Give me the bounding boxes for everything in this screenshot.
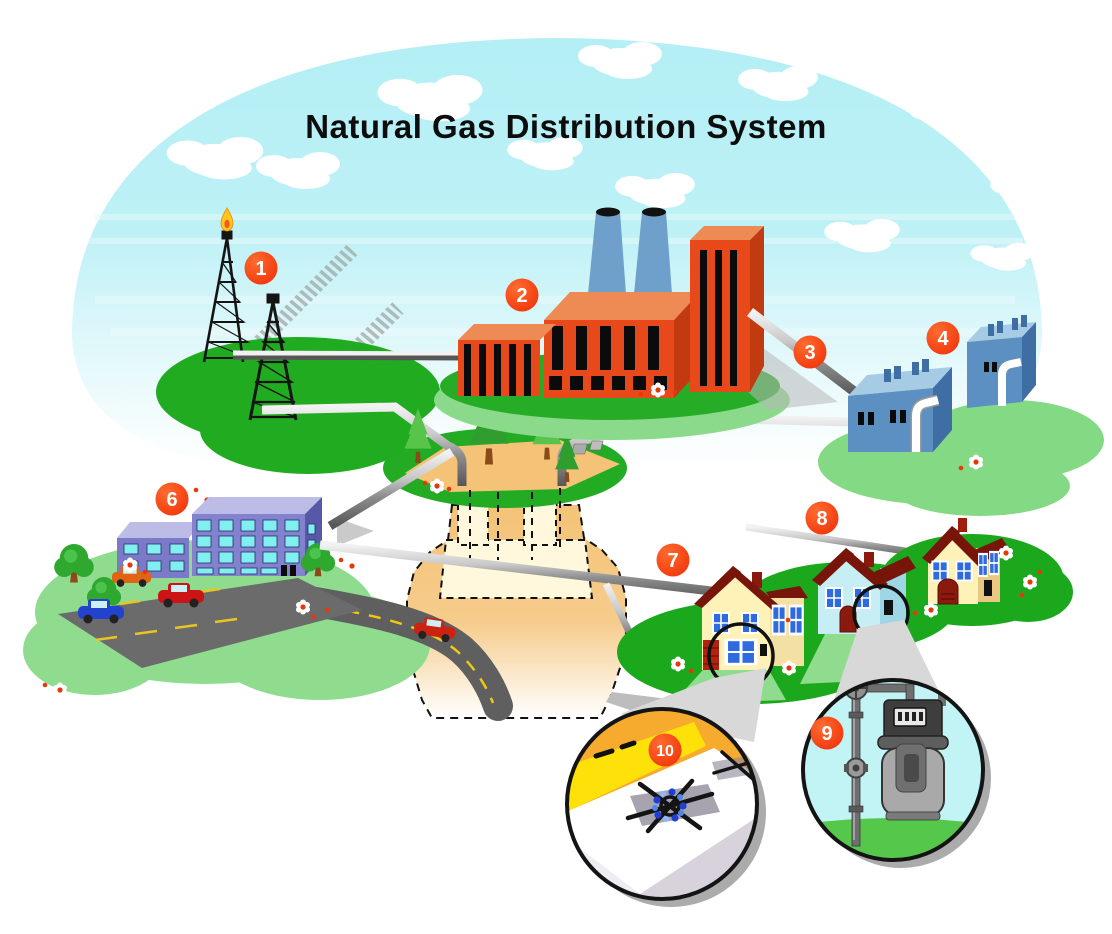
parking-lot	[58, 578, 362, 668]
marker-number: 1	[255, 258, 266, 280]
burner-grate-icon	[625, 778, 715, 834]
house-3	[922, 518, 1010, 605]
house-grass	[983, 562, 1073, 622]
storage-stone	[589, 440, 604, 451]
house-2	[812, 548, 916, 642]
derrick-shadow	[240, 244, 358, 362]
smokestack-icon	[588, 207, 672, 294]
marker-9: 9	[810, 716, 844, 750]
numbered-markers: 1 2 3 4 6 7 8 9	[155, 251, 960, 767]
pipe-wells-upper	[232, 350, 463, 361]
circle-border	[801, 678, 985, 862]
storage-stone	[571, 443, 588, 455]
meter-on-wall	[884, 600, 893, 615]
gas-meter-detail	[801, 678, 991, 868]
marker-number: 8	[816, 508, 827, 530]
gas-wells	[156, 207, 440, 474]
gas-flare-icon	[220, 207, 234, 232]
marker-10: 10	[648, 733, 682, 767]
marker-2: 2	[505, 278, 539, 312]
flower-dot-icon	[422, 480, 428, 486]
marker-8: 8	[805, 501, 839, 535]
marker-1: 1	[244, 251, 278, 285]
counter-side-shadow	[640, 798, 757, 899]
marker-number: 9	[821, 723, 832, 745]
office-shadow	[337, 518, 374, 546]
compressor-grass	[890, 456, 1070, 516]
car-icon	[78, 599, 124, 624]
blue-flames-icon	[652, 788, 687, 822]
marker-number: 2	[516, 285, 527, 307]
marker-3: 3	[793, 335, 827, 369]
pipe-wells-lower	[261, 402, 467, 486]
processing-plant	[434, 207, 838, 440]
marker-7: 7	[656, 543, 690, 577]
compressor-station	[818, 315, 1104, 516]
plant-main-building	[544, 292, 700, 398]
marker-number: 10	[656, 743, 674, 760]
parking-marks	[94, 587, 238, 642]
residential-area	[606, 518, 1073, 716]
derrick-2	[248, 293, 298, 421]
compressor-building-back	[967, 315, 1036, 408]
marker-number: 4	[937, 328, 949, 350]
plant-shadow	[748, 340, 838, 410]
page-title: Natural Gas Distribution System	[305, 108, 827, 145]
marker-4: 4	[926, 321, 960, 355]
plant-tower	[690, 226, 764, 392]
marker-number: 7	[667, 550, 678, 572]
car-icon	[413, 617, 456, 643]
office-building	[117, 497, 322, 578]
plant-left-wing	[458, 324, 556, 396]
magnifier-cone	[620, 668, 766, 742]
pipe-office-storage	[327, 448, 455, 530]
commercial-area	[23, 497, 513, 721]
car-icon	[158, 583, 204, 608]
compressor-building-front	[848, 359, 952, 452]
marker-number: 6	[166, 489, 177, 511]
house-1	[694, 566, 808, 690]
circle-border	[565, 707, 759, 901]
storage-surface-details	[404, 386, 604, 560]
marker-6: 6	[155, 482, 189, 516]
flower-dot-icon	[446, 486, 452, 492]
marker-number: 3	[804, 342, 815, 364]
